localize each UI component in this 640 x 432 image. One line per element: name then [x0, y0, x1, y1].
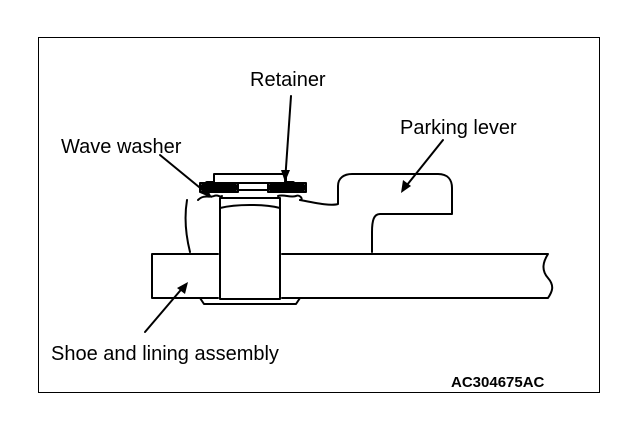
leader-wave-washer — [159, 154, 211, 197]
parking-lever — [184, 173, 453, 253]
shoe-and-lining-bar — [151, 253, 219, 299]
label-parking-lever: Parking lever — [400, 117, 517, 139]
label-shoe-and-lining: Shoe and lining assembly — [51, 343, 279, 365]
leader-shoe — [144, 284, 186, 333]
arrowhead-wave-washer — [200, 186, 212, 198]
label-wave-washer: Wave washer — [61, 136, 182, 158]
wave-washer-left — [197, 194, 223, 201]
leader-parking-lever — [402, 139, 444, 191]
pin — [219, 197, 281, 300]
arrowhead-retainer — [281, 170, 290, 182]
leader-retainer — [284, 95, 292, 183]
wave-washer-right — [277, 194, 303, 201]
arrowhead-parking-lever — [401, 180, 411, 193]
figure-frame — [38, 37, 600, 393]
arrowhead-shoe — [177, 282, 188, 294]
figure-code: AC304675AC — [451, 374, 545, 391]
label-retainer: Retainer — [250, 69, 326, 91]
